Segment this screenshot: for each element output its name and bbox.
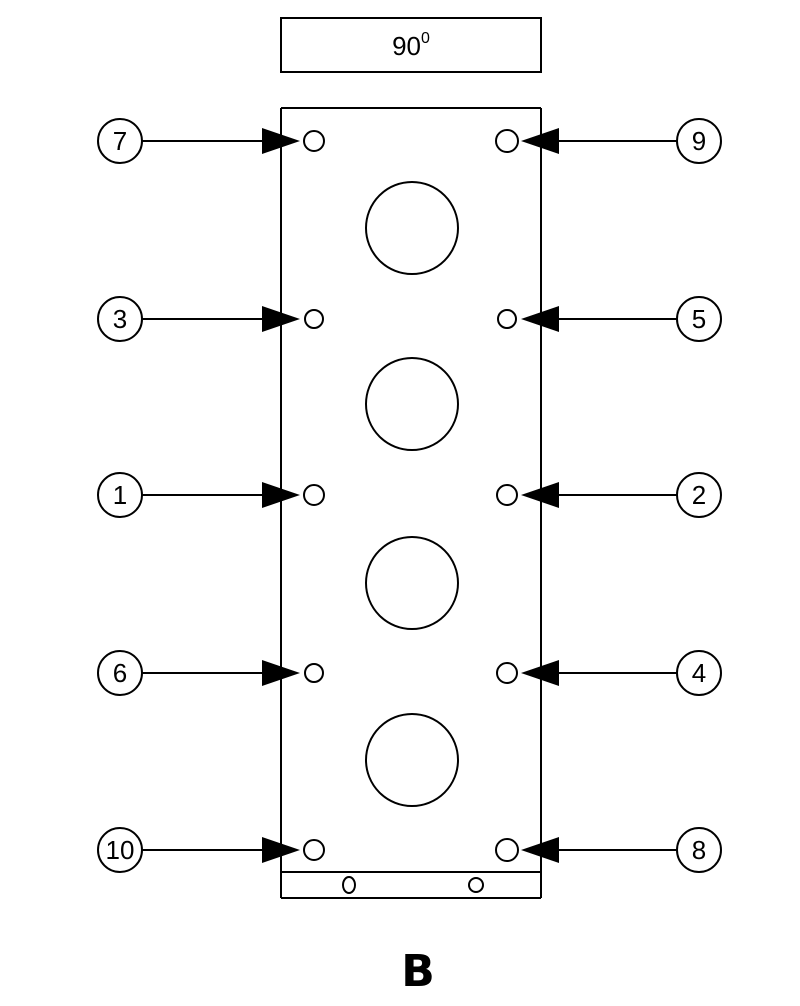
svg-text:900: 900 — [392, 30, 430, 61]
arrowhead — [521, 837, 559, 863]
callout-number: 5 — [692, 304, 706, 334]
arrowhead — [262, 306, 300, 332]
bolt-hole — [495, 129, 519, 153]
callout-left-4: 6 — [97, 650, 300, 696]
cylinder-head — [280, 107, 542, 899]
arrowhead — [521, 306, 559, 332]
bolt-hole — [495, 838, 519, 862]
combustion-chamber — [365, 181, 459, 275]
bolt-hole — [304, 309, 324, 329]
bolt-hole — [303, 484, 325, 506]
callout-right-3: 2 — [521, 472, 722, 518]
arrowhead — [521, 660, 559, 686]
angle-unit: 0 — [421, 30, 430, 47]
callout-number: 7 — [113, 126, 127, 156]
callout-number: 3 — [113, 304, 127, 334]
angle-value: 90 — [392, 31, 421, 61]
arrowhead — [521, 482, 559, 508]
callout-number: 6 — [113, 658, 127, 688]
figure-caption: B — [401, 946, 435, 997]
bolt-hole — [304, 663, 324, 683]
callout-right-4: 4 — [521, 650, 722, 696]
callout-number: 9 — [692, 126, 706, 156]
callout-left-1: 7 — [97, 118, 300, 164]
bolt-hole — [303, 839, 325, 861]
callout-number: 2 — [692, 480, 706, 510]
small-hole — [342, 876, 356, 894]
callout-number: 8 — [692, 835, 706, 865]
callout-number: 10 — [106, 835, 135, 865]
angle-box: 900 — [280, 17, 542, 73]
callout-right-5: 8 — [521, 827, 722, 873]
angle-box-frame — [280, 17, 542, 73]
combustion-chamber — [365, 357, 459, 451]
callout-right-2: 5 — [521, 296, 722, 342]
bolt-hole — [496, 662, 518, 684]
bolt-hole — [497, 309, 517, 329]
bolt-hole — [496, 484, 518, 506]
arrowhead — [262, 482, 300, 508]
callout-number: 4 — [692, 658, 706, 688]
arrowhead — [521, 128, 559, 154]
callout-left-5: 10 — [97, 827, 300, 873]
callout-number: 1 — [113, 480, 127, 510]
arrowhead — [262, 837, 300, 863]
combustion-chamber — [365, 536, 459, 630]
callout-left-2: 3 — [97, 296, 300, 342]
callout-left-3: 1 — [97, 472, 300, 518]
callout-right-1: 9 — [521, 118, 722, 164]
arrowhead — [262, 128, 300, 154]
combustion-chamber — [365, 713, 459, 807]
small-hole — [468, 877, 484, 893]
arrowhead — [262, 660, 300, 686]
bolt-hole — [303, 130, 325, 152]
